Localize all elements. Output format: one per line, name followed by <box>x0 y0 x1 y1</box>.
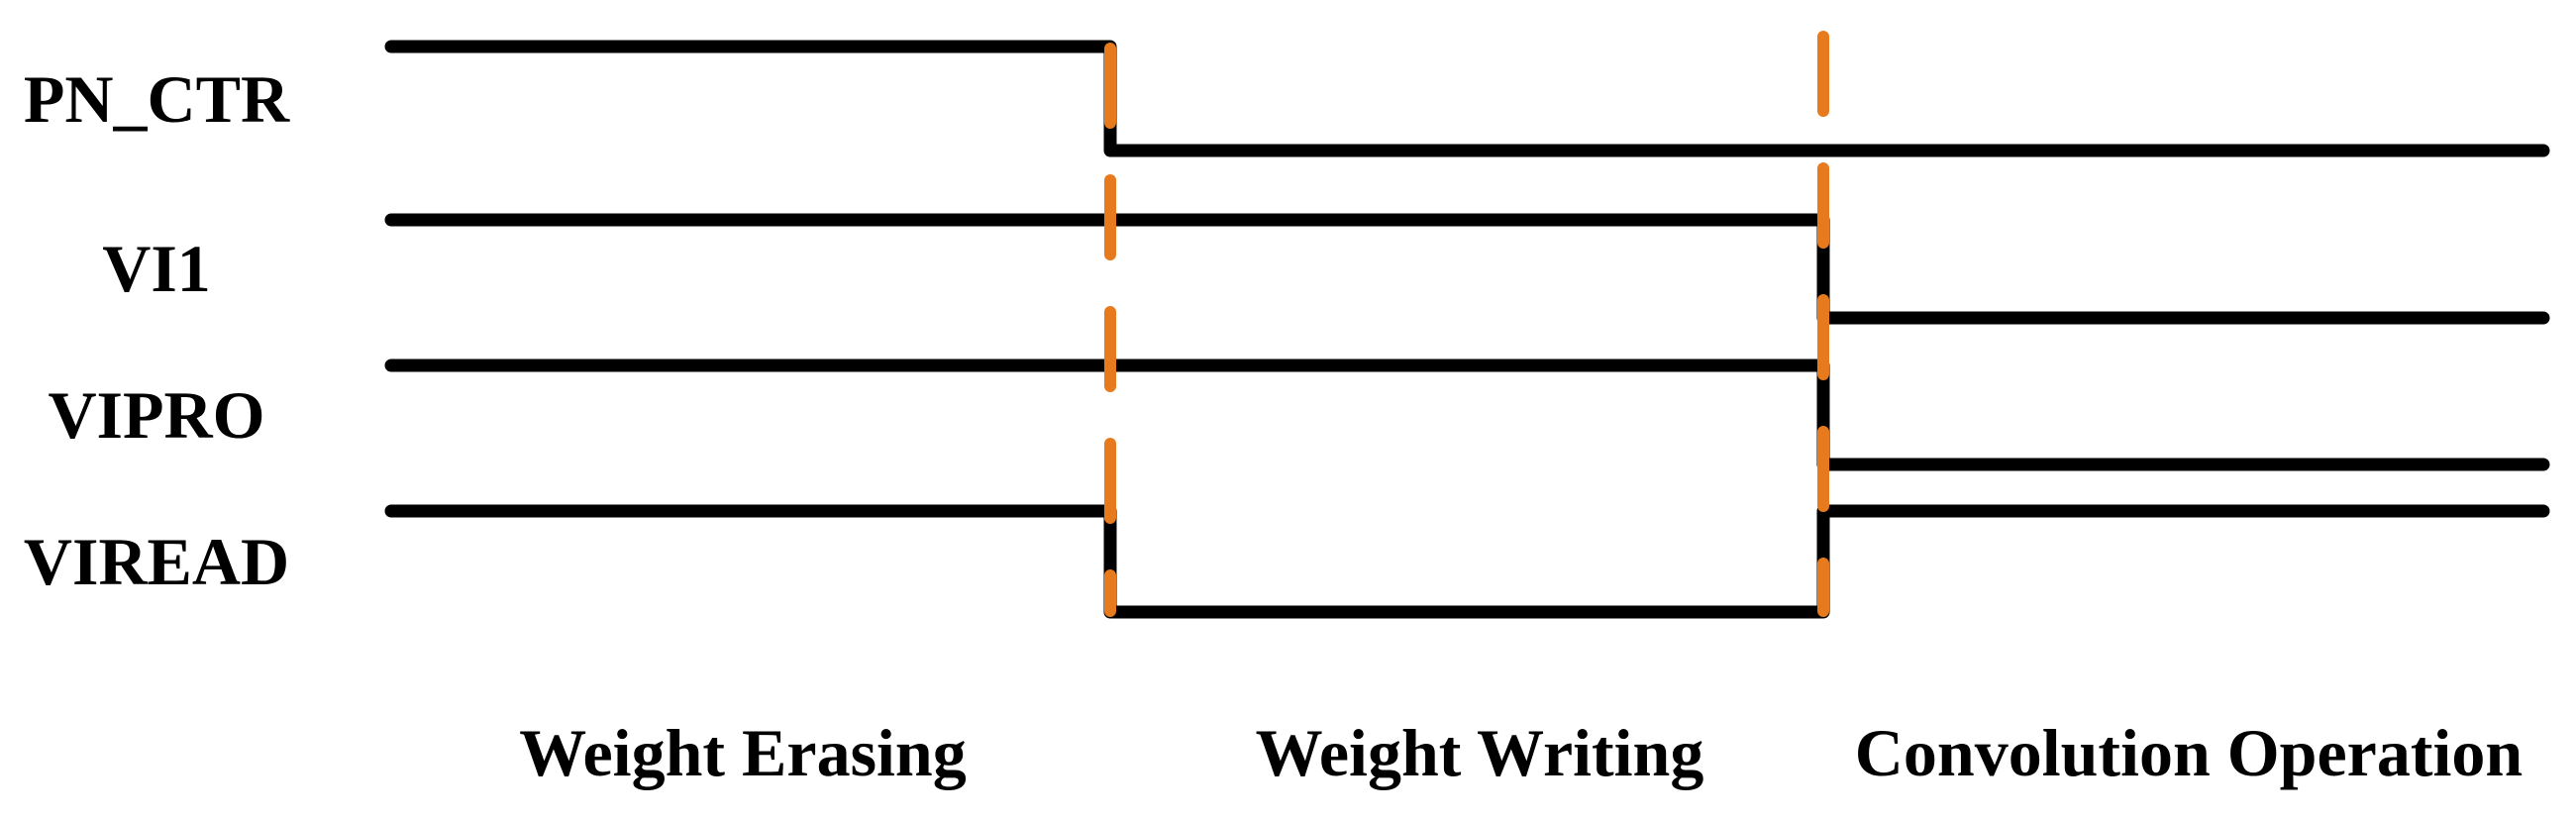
phase-label-weight-erasing: Weight Erasing <box>519 715 967 790</box>
signal-wave-pn-ctr <box>384 40 2550 157</box>
signal-wave-vipro <box>384 359 2550 471</box>
signal-label-vi1: VI1 <box>102 231 211 306</box>
phase-label-weight-writing: Weight Writing <box>1255 715 1704 790</box>
phase-label-convolution-operation: Convolution Operation <box>1854 715 2524 790</box>
signal-label-pn-ctr: PN_CTR <box>23 61 290 137</box>
signal-wave-viread <box>384 504 2550 619</box>
signal-label-viread: VIREAD <box>23 524 290 599</box>
signal-label-vipro: VIPRO <box>48 377 265 453</box>
signal-wave-vi1 <box>384 213 2550 325</box>
